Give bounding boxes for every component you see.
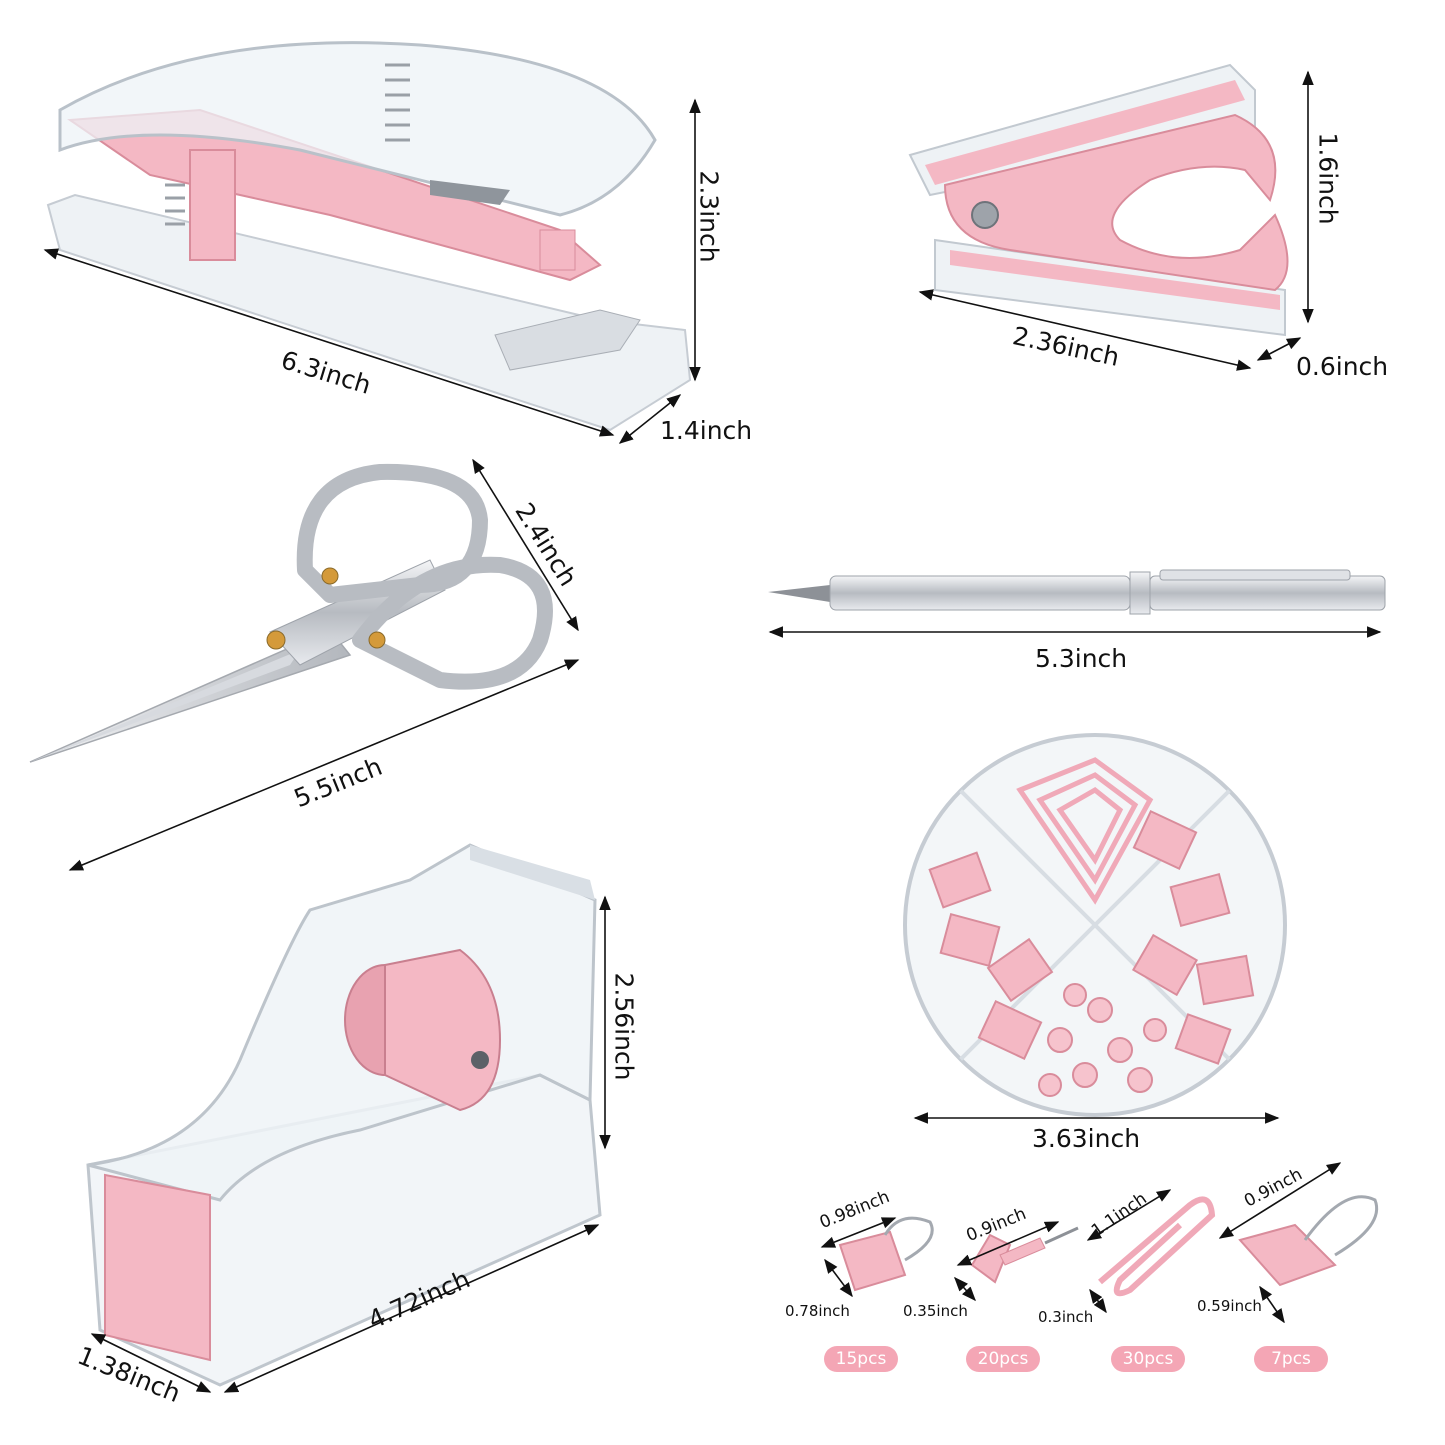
binder-clip-large-count-badge: 15pcs [824, 1346, 898, 1372]
paper-clip-width-label: 0.3inch [1038, 1308, 1094, 1326]
stapler-height-label: 2.3inch [694, 170, 724, 263]
dimension-arrows [43, 70, 1382, 1393]
binder-clip-small-height-label: 0.59inch [1197, 1297, 1262, 1315]
staple-remover-height-label: 1.6inch [1313, 132, 1343, 225]
push-pin-head-label: 0.35inch [903, 1302, 968, 1320]
pen-illustration [768, 569, 1386, 615]
clip-organizer-illustration [903, 733, 1287, 1117]
tape-dispenser-height-label: 2.56inch [609, 972, 639, 1081]
push-pin-count-badge: 20pcs [966, 1346, 1040, 1372]
scissors-illustration [29, 463, 553, 763]
binder-clip-small-count-badge: 7pcs [1254, 1346, 1328, 1372]
binder-clip-large-height-label: 0.78inch [785, 1302, 850, 1320]
organizer-diameter-label: 3.63inch [1032, 1124, 1141, 1153]
tape-dispenser-illustration [86, 843, 602, 1387]
stapler-depth-label: 1.4inch [660, 416, 753, 445]
binder-clip-large-illustration [838, 1216, 934, 1292]
staple-remover-depth-label: 0.6inch [1296, 352, 1389, 381]
pen-length-label: 5.3inch [1035, 644, 1128, 673]
staple-remover-illustration [908, 63, 1289, 337]
paper-clip-count-badge: 30pcs [1111, 1346, 1185, 1372]
paper-clip-illustration [1098, 1196, 1216, 1297]
binder-clip-small-illustration [1238, 1195, 1378, 1287]
